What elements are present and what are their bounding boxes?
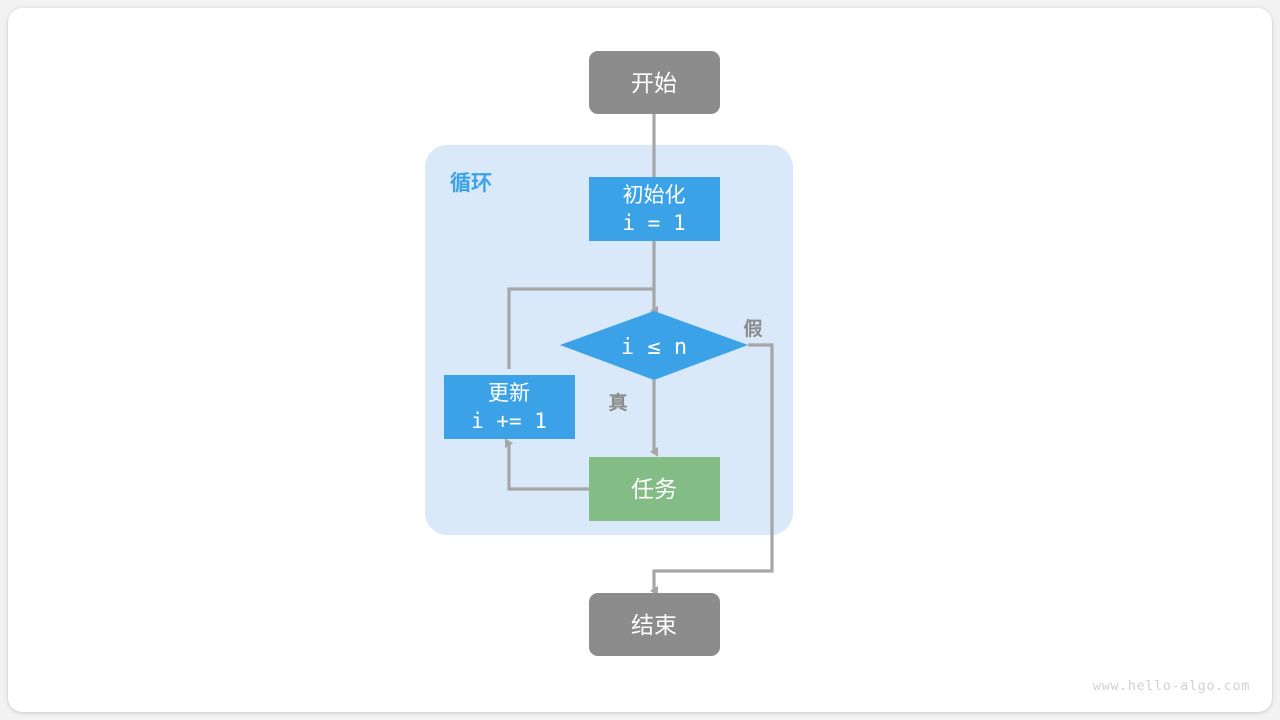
- node-start-label: 开始: [631, 70, 677, 96]
- node-init-label-line2: i = 1: [622, 211, 685, 235]
- node-task[interactable]: 任务: [589, 457, 720, 521]
- node-init-label-line1: 初始化: [623, 184, 686, 207]
- edge-cond-to-end: [650, 343, 774, 596]
- node-update[interactable]: 更新 i += 1: [444, 375, 575, 439]
- node-end-label: 结束: [631, 612, 677, 638]
- node-init[interactable]: 初始化 i = 1: [589, 177, 720, 241]
- edge-update-to-cond: [507, 287, 654, 369]
- edge-layer: [505, 114, 774, 596]
- edge-label-true: 真: [608, 391, 627, 414]
- node-end[interactable]: 结束: [589, 593, 720, 656]
- edge-label-layer: 真 假: [608, 317, 762, 414]
- edge-label-false: 假: [743, 317, 762, 340]
- node-start[interactable]: 开始: [589, 51, 720, 114]
- edge-task-to-update: [505, 438, 589, 491]
- node-condition[interactable]: i ≤ n: [560, 311, 748, 380]
- node-task-label: 任务: [631, 476, 677, 502]
- watermark: www.hello-algo.com: [1092, 678, 1250, 694]
- node-update-label-line2: i += 1: [471, 409, 547, 433]
- node-update-label-line1: 更新: [488, 382, 530, 405]
- node-condition-label: i ≤ n: [621, 335, 687, 360]
- loop-group-label: 循环: [450, 171, 492, 195]
